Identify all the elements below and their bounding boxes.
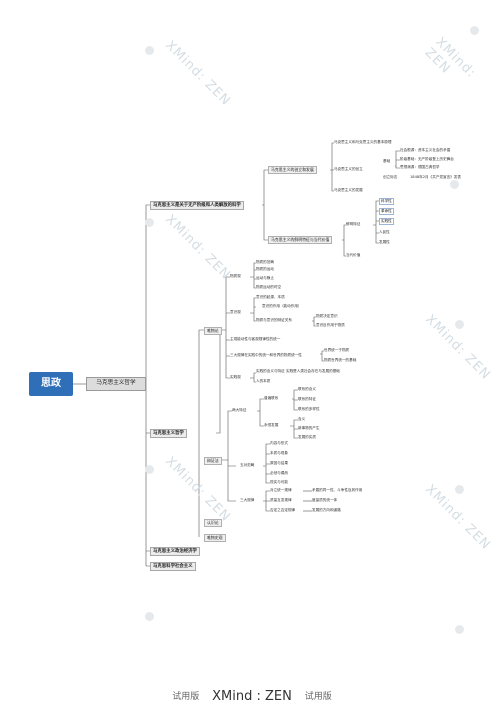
- node-dialectics[interactable]: 辩证法: [204, 457, 222, 465]
- watermark-icon: [145, 612, 154, 621]
- node-two-features[interactable]: 两大特征: [232, 408, 247, 412]
- watermark-icon: [145, 465, 154, 474]
- node-founding-mark-value[interactable]: 1848年2月《共产党宣言》发表: [410, 175, 461, 179]
- node-five-categories[interactable]: 五对范畴: [240, 463, 255, 467]
- node-foundation[interactable]: 基础: [383, 159, 391, 163]
- watermark-icon: [145, 46, 154, 55]
- watermark-icon: [450, 180, 459, 189]
- node-quantity-quality[interactable]: 质量互变规律: [270, 498, 292, 502]
- watermark-icon: [145, 218, 154, 227]
- footer-trial-left: 试用版: [172, 692, 200, 702]
- node-matter-consciousness[interactable]: 物质与意识的辩证关系: [256, 318, 292, 322]
- node-consciousness-role[interactable]: 意识的作用（能动作用）: [262, 304, 302, 308]
- node-three-laws[interactable]: 三大规律: [240, 498, 255, 502]
- node-materialism[interactable]: 唯物论: [204, 327, 222, 335]
- node-contemporary-value[interactable]: 当代价值: [346, 253, 361, 257]
- node-thought-source[interactable]: 思想渊源：德国古典哲学: [400, 165, 440, 169]
- feature-revolutionary[interactable]: 革命性: [379, 208, 394, 215]
- branch-scientific-socialism[interactable]: 马克思科学社会主义: [150, 562, 196, 571]
- node-epistemology[interactable]: 认识论: [204, 519, 222, 527]
- branch-marxism-science[interactable]: 马克思主义是关于无产阶级和人类解放的科学: [150, 201, 244, 210]
- node-features-value[interactable]: 马克思主义的鲜明特征与当代价值: [268, 236, 333, 244]
- node-connection-diversity[interactable]: 联系的多样性: [298, 407, 320, 411]
- node-universal-connection[interactable]: 普遍联系: [264, 396, 279, 400]
- watermark-icon: [470, 26, 479, 35]
- node-development[interactable]: 马克思主义的发展: [334, 188, 363, 192]
- node-development-essence[interactable]: 发展的实质: [298, 435, 316, 439]
- root-node[interactable]: 思政: [29, 372, 73, 396]
- node-consciousness-origin[interactable]: 意识的起源、本质: [256, 295, 285, 299]
- node-direction[interactable]: 发展的方向和道路: [312, 508, 341, 512]
- branch-political-economy[interactable]: 马克思主义政治经济学: [150, 547, 200, 556]
- branch-philosophy[interactable]: 马克思主义哲学: [150, 429, 187, 438]
- node-practice-meaning[interactable]: 实践的含义与特征: [256, 369, 285, 373]
- node-reality-possibility[interactable]: 现实与可能: [270, 480, 288, 484]
- topic-marxist-philosophy[interactable]: 马克思主义哲学: [86, 377, 146, 391]
- node-space-time[interactable]: 物质运动的时空: [256, 285, 282, 289]
- watermark-icon: [455, 485, 464, 494]
- node-cause-effect[interactable]: 原因与结果: [270, 461, 288, 465]
- node-practice-society[interactable]: 实践是人类社会存在与发展的基础: [286, 369, 340, 373]
- node-practice-view[interactable]: 实践观: [230, 375, 241, 379]
- node-motion-rest[interactable]: 运动与静止: [256, 276, 274, 280]
- feature-people[interactable]: 人民性: [379, 230, 390, 234]
- node-degree[interactable]: 度量质的统一体: [312, 498, 338, 502]
- node-connection-features[interactable]: 联系的特征: [298, 397, 316, 401]
- node-new-things[interactable]: 新事物的产生: [298, 426, 320, 430]
- node-basic-principles[interactable]: 马克思主义和马克思主义的基本原理: [334, 140, 392, 144]
- node-founding-mark[interactable]: 创立标志: [383, 175, 398, 179]
- node-eternal-development[interactable]: 永恒发展: [264, 423, 279, 427]
- node-unity-opposites[interactable]: 对立统一规律: [270, 488, 292, 492]
- node-matter-motion[interactable]: 物质的运动: [256, 267, 274, 271]
- node-necessity-chance[interactable]: 必然与偶然: [270, 471, 288, 475]
- node-historical-materialism[interactable]: 唯物史观: [204, 534, 226, 542]
- node-connection-meaning[interactable]: 联系的含义: [298, 387, 316, 391]
- watermark-icon: [455, 625, 464, 634]
- node-unity-matter[interactable]: 世界统一于物质: [324, 348, 350, 352]
- node-class-base[interactable]: 阶级基础：无产阶级登上历史舞台: [400, 157, 454, 161]
- node-consciousness-reacts[interactable]: 意识反作用于物质: [316, 323, 345, 327]
- watermark-icon: [455, 320, 464, 329]
- node-social-root[interactable]: 社会根源：资本主义社会的矛盾: [400, 148, 451, 152]
- node-matter-view[interactable]: 物质观: [230, 274, 241, 278]
- node-content-form[interactable]: 内容与形式: [270, 441, 288, 445]
- node-world-unity[interactable]: 三大规律在实践中的统一和世界的物质统一性: [230, 353, 302, 357]
- node-subjective-objective[interactable]: 主观能动性与客观规律性的统一: [230, 337, 281, 341]
- trial-footer: 试用版 XMind : ZEN 试用版: [0, 689, 504, 704]
- node-unity-base[interactable]: 物质世界统一的基础: [324, 358, 357, 362]
- node-human-essence[interactable]: 人的本质: [256, 379, 271, 383]
- node-matter-decides[interactable]: 物质决定意识: [316, 314, 338, 318]
- footer-trial-right: 试用版: [304, 692, 332, 702]
- node-essence-phenomenon[interactable]: 本质与现象: [270, 451, 288, 455]
- node-distinct-features[interactable]: 鲜明特征: [346, 222, 361, 226]
- node-development-meaning[interactable]: 含义: [298, 417, 306, 421]
- node-consciousness-view[interactable]: 意识观: [230, 310, 241, 314]
- feature-scientific[interactable]: 科学性: [379, 198, 394, 205]
- node-founding-development[interactable]: 马克思主义的创立和发展: [268, 166, 317, 174]
- feature-developing[interactable]: 发展性: [379, 240, 390, 244]
- xmind-logo: XMind : ZEN: [212, 689, 292, 704]
- node-contradiction[interactable]: 矛盾的同一性、斗争性及其作用: [312, 488, 363, 492]
- node-matter-category[interactable]: 物质的范畴: [256, 260, 274, 264]
- node-founding[interactable]: 马克思主义的创立: [334, 167, 363, 171]
- node-negation[interactable]: 否定之否定规律: [270, 508, 296, 512]
- feature-practical[interactable]: 实践性: [379, 218, 394, 225]
